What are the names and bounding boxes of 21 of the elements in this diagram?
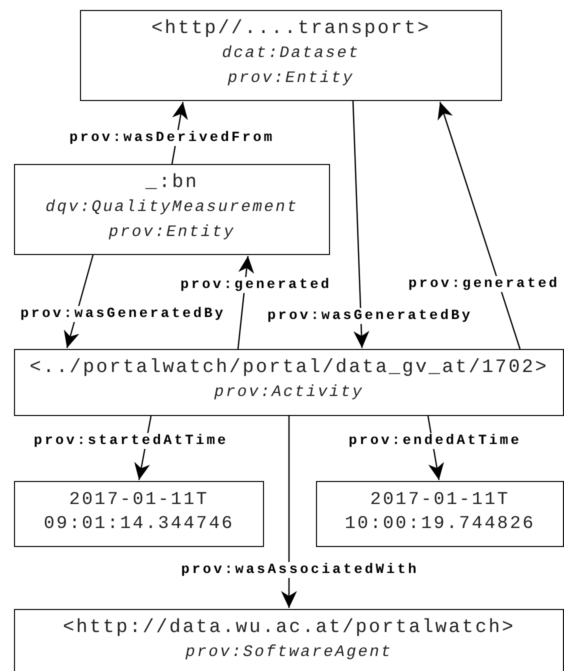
type-label: dqv:QualityMeasurement [45,197,299,218]
resource-box [14,481,264,547]
resource-box [14,349,564,416]
resource-box [80,10,502,101]
arrow [281,416,297,608]
type-label: prov:Entity [108,222,236,243]
type-label: prov:SoftwareAgent [185,642,393,663]
resource-box [316,481,564,547]
resource-name: <http//....transport> [151,16,431,41]
type-label: dcat:Dataset [222,43,360,64]
arrow [352,100,370,348]
timestamp-text: 2017-01-11T 09:01:14.344746 [42,489,236,536]
resource-box [14,609,564,671]
type-label: prov:Entity [228,68,354,89]
resource-name: _:bn [145,170,199,195]
type-label: prov:Activity [214,382,364,403]
arrow [438,102,521,350]
timestamp-text: 2017-01-11T 10:00:19.744826 [344,489,536,536]
resource-name: <http://data.wu.ac.at/portalwatch> [62,615,516,640]
resource-box [14,164,330,255]
resource-name: <../portalwatch/portal/data_gv_at/1702> [30,355,548,380]
